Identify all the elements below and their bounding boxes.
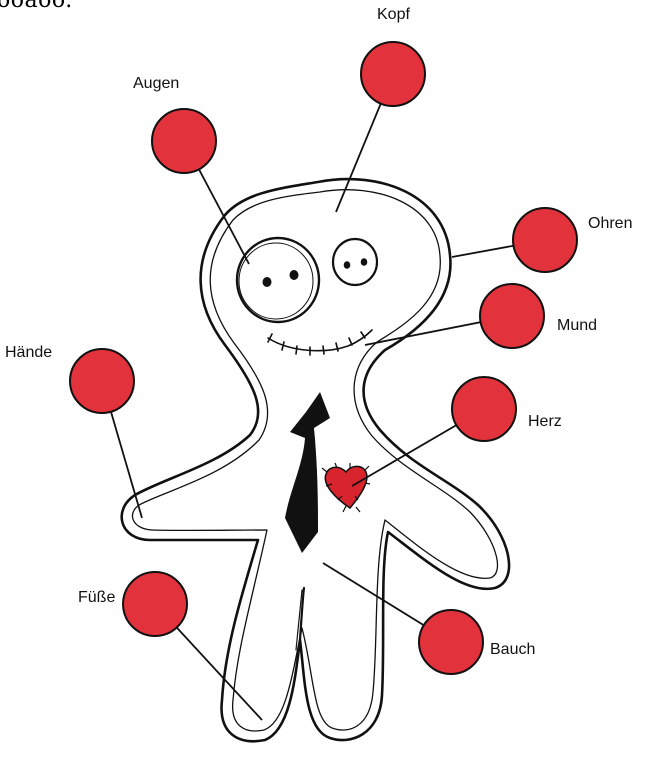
- label-haende: Hände: [5, 344, 52, 362]
- right-pupil-1: [344, 261, 351, 269]
- right-pupil-2: [361, 258, 368, 266]
- pins: [70, 42, 577, 720]
- pin-augen: [152, 109, 249, 264]
- label-kopf: Kopf: [377, 6, 410, 24]
- doll-eyes: [237, 238, 377, 322]
- left-pupil-1: [263, 277, 272, 287]
- doll-tie: [285, 392, 330, 553]
- pin-bauch: [323, 563, 483, 674]
- pin-ohren: [452, 208, 577, 272]
- pin-haende: [70, 349, 142, 518]
- label-augen: Augen: [133, 75, 179, 93]
- left-pupil-2: [290, 270, 299, 280]
- label-fuesse: Füße: [78, 589, 115, 607]
- pin-mund: [365, 284, 544, 348]
- doll-mouth: [268, 330, 372, 355]
- left-eye: [237, 238, 319, 322]
- right-eye: [333, 239, 377, 285]
- label-mund: Mund: [557, 317, 597, 335]
- label-herz: Herz: [528, 413, 562, 431]
- pin-kopf: [336, 42, 425, 212]
- pin-herz: [352, 377, 516, 486]
- label-ohren: Ohren: [588, 215, 632, 233]
- label-bauch: Bauch: [490, 641, 535, 659]
- heart-icon: [322, 463, 370, 512]
